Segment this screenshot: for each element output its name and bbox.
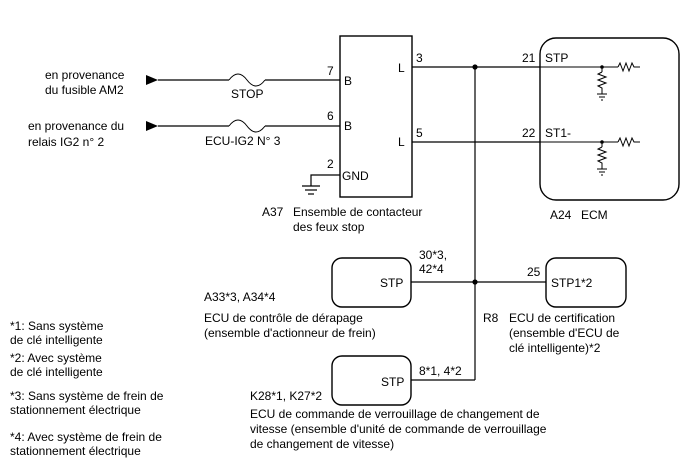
shift-ecu-pins: 8*1, 4*2 [419, 364, 462, 378]
splice-dot-top [472, 64, 478, 70]
legend-note-3-line1: *3: Sans système de frein de [10, 389, 164, 403]
switch-pin-2: 2 [327, 157, 334, 171]
shift-ecu-name-line2: vitesse (ensemble d'unité de commande de… [250, 422, 547, 436]
brake-ecu-pins-line1: 30*3, [419, 248, 447, 262]
brake-ecu: STP 30*3, 42*4 A33*3, A34*4 ECU de contr… [204, 248, 475, 340]
switch-name-line2: des feux stop [293, 220, 365, 234]
switch-term-l1: L [398, 61, 405, 75]
fuse-ecu-ig2-label: ECU-IG2 N° 3 [205, 134, 281, 148]
shift-ecu-term: STP [381, 375, 404, 389]
ground-wire [310, 174, 340, 186]
ecm-term-st1: ST1- [545, 126, 571, 140]
shift-ecu-name-line3: de changement de vitesse) [250, 437, 394, 451]
cert-ecu-name-line1: ECU de certification [509, 311, 615, 325]
cert-ecu-term: STP1*2 [551, 276, 593, 290]
splice-label: R8 [483, 311, 499, 325]
ground: 2 [302, 157, 340, 195]
fuse-ecu-ig2: ECU-IG2 N° 3 [205, 119, 281, 148]
switch-term-b2: B [344, 119, 352, 133]
input-am2: en provenance du fusible AM2 [45, 68, 340, 97]
ecm-code: A24 [550, 208, 572, 222]
brake-ecu-pins-line2: 42*4 [419, 262, 444, 276]
switch-pin-3: 3 [416, 51, 423, 65]
ecm-st1-resistor-icon [617, 136, 640, 148]
shift-ecu: STP 8*1, 4*2 K28*1, K27*2 ECU de command… [250, 355, 547, 451]
am2-label-line2: du fusible AM2 [45, 83, 124, 97]
ig2-arrow-icon [146, 121, 158, 131]
switch-pin-7: 7 [327, 64, 334, 78]
ecm-pin-22: 22 [522, 126, 536, 140]
legend-note-4-line2: stationnement électrique [10, 444, 141, 458]
cert-ecu-name-line2: (ensemble d'ECU de [509, 326, 620, 340]
cert-ecu: 25 STP1*2 ECU de certification (ensemble… [475, 257, 627, 355]
ecm-name: ECM [581, 208, 608, 222]
switch-term-b1: B [344, 74, 352, 88]
fuse-ecu-ig2-icon [228, 119, 266, 133]
brake-ecu-term: STP [380, 276, 403, 290]
legend-note-1-line1: *1: Sans système [10, 319, 104, 333]
switch-pin-5: 5 [416, 126, 423, 140]
cert-ecu-box [545, 257, 627, 308]
switch-code: A37 [262, 205, 284, 219]
ecm: 21 22 STP ST1- A24 ECM [522, 37, 680, 222]
ecm-box [539, 37, 680, 201]
legend-note-3-line2: stationnement électrique [10, 403, 141, 417]
fuse-stop-icon [228, 73, 266, 87]
input-ig2: en provenance du relais IG2 n° 2 [28, 119, 340, 149]
legend-note-1-line2: de clé intelligente [10, 333, 103, 347]
am2-label-line1: en provenance [45, 68, 125, 82]
shift-ecu-codes: K28*1, K27*2 [250, 389, 322, 403]
brake-ecu-codes: A33*3, A34*4 [204, 290, 276, 304]
stop-light-switch: B B GND L L A37 Ensemble de contacteur d… [262, 35, 422, 234]
fuse-stop: STOP [228, 73, 266, 101]
switch-term-gnd: GND [342, 169, 369, 183]
stop-light-switch-box [339, 35, 413, 198]
am2-arrow-icon [146, 75, 158, 85]
legend-note-2-line1: *2: Avec système [10, 351, 102, 365]
legend-note-2-line2: de clé intelligente [10, 365, 103, 379]
switch-pin-6: 6 [327, 109, 334, 123]
brake-ecu-name-line1: ECU de contrôle de dérapage [204, 311, 363, 325]
legend: *1: Sans système de clé intelligente *2:… [10, 319, 164, 458]
fuse-stop-label: STOP [231, 87, 263, 101]
brake-ecu-name-line2: (ensemble d'actionneur de frein) [204, 326, 376, 340]
ecm-stp-resistor-icon [617, 61, 640, 73]
ecm-st1-pulldown-icon [596, 146, 608, 169]
ecm-term-stp: STP [545, 51, 568, 65]
ecm-pin-21: 21 [522, 51, 536, 65]
ecm-stp-pulldown-icon [596, 71, 608, 94]
switch-term-l2: L [398, 135, 405, 149]
shift-ecu-name-line1: ECU de commande de verrouillage de chang… [250, 407, 540, 421]
ig2-label-line2: relais IG2 n° 2 [28, 135, 104, 149]
cert-ecu-pin: 25 [527, 265, 541, 279]
switch-name-line1: Ensemble de contacteur [293, 205, 422, 219]
legend-note-4-line1: *4: Avec système de frein de [10, 430, 162, 444]
ig2-label-line1: en provenance du [28, 119, 124, 133]
cert-ecu-name-line3: clé intelligente)*2 [509, 341, 601, 355]
